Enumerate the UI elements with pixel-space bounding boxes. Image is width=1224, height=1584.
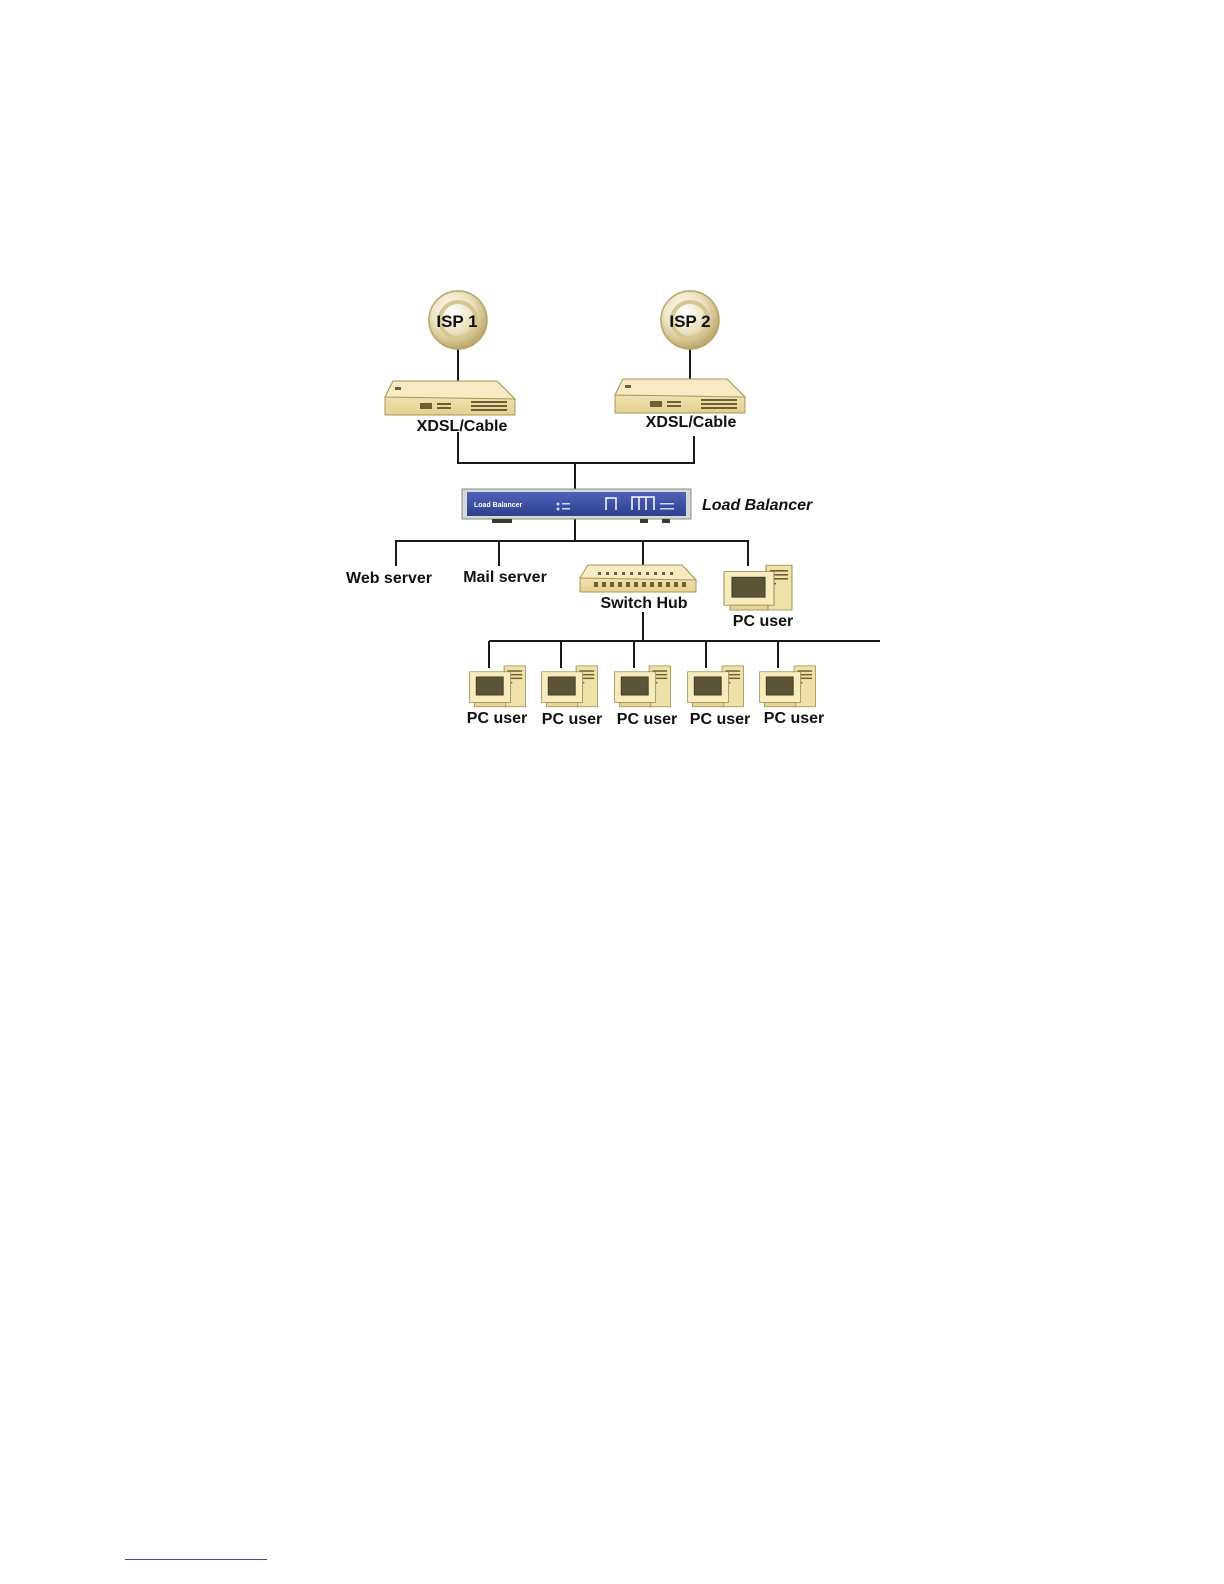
pc-user-5: PC user [760,666,825,727]
pc-user-label: PC user [467,710,527,727]
pc-user-label: PC user [690,711,750,728]
pc-user-label: PC user [764,710,824,727]
switch-hub-icon [580,565,696,592]
load-balancer-node: Load Balancer Load Balancer [462,489,813,523]
modem-icon [385,381,515,415]
modem2-node: XDSL/Cable [615,379,745,431]
isp2-label: ISP 2 [669,312,710,331]
modem1-label: XDSL/Cable [417,418,508,435]
modem2-label: XDSL/Cable [646,414,737,431]
pc-user-2: PC user [542,666,603,728]
pc-user-1: PC user [467,666,527,727]
desktop-pc-icon [760,666,816,707]
footnote-separator [125,1559,267,1560]
load-balancer-label: Load Balancer [702,497,813,514]
modem-icon [615,379,745,413]
pc-user-3: PC user [615,666,678,728]
modem1-node: XDSL/Cable [385,381,515,435]
isp1-node: ISP 1 [429,291,487,349]
web-server-label: Web server [346,570,432,587]
switch-hub-node: Switch Hub [580,565,696,612]
pc-user-main-label: PC user [733,613,793,630]
load-balancer-panel-text: Load Balancer [474,502,523,509]
desktop-pc-icon [470,666,526,707]
pc-user-label: PC user [617,711,677,728]
isp1-label: ISP 1 [436,312,477,331]
pc-user-4: PC user [688,666,751,728]
pc-user-label: PC user [542,711,602,728]
desktop-pc-icon [688,666,744,707]
pc-user-main: PC user [724,565,793,630]
desktop-pc-icon [615,666,671,707]
load-balancer-device-icon: Load Balancer [462,489,691,523]
isp2-node: ISP 2 [661,291,719,349]
mail-server-label: Mail server [463,569,547,586]
desktop-pc-icon [542,666,598,707]
pc-user-row: PC user PC user PC user PC user PC user [467,666,824,728]
desktop-pc-icon [724,565,792,610]
switch-hub-label: Switch Hub [600,595,687,612]
